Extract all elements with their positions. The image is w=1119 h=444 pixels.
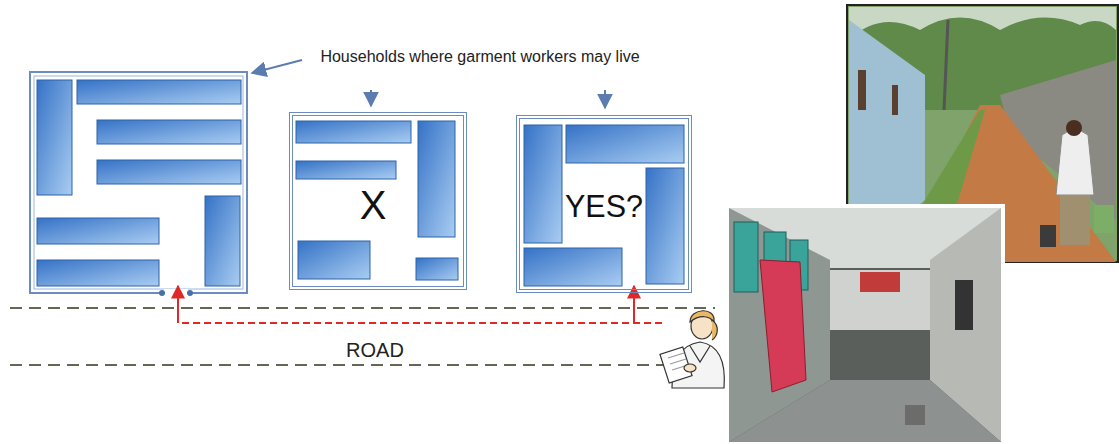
compound-mark: YES?	[565, 191, 643, 222]
household-compound: YES?	[516, 115, 692, 293]
household-compound	[30, 72, 247, 293]
road-label: ROAD	[330, 337, 420, 364]
alley-photo	[725, 204, 1005, 444]
leader-arrows	[252, 60, 605, 108]
household-compound: X	[289, 112, 467, 290]
road-lines	[10, 308, 715, 365]
surveyor-figure	[660, 311, 724, 388]
heading-label: Households where garment workers may liv…	[305, 46, 655, 68]
building-blocks	[37, 80, 684, 286]
compound-mark: X	[360, 185, 387, 225]
